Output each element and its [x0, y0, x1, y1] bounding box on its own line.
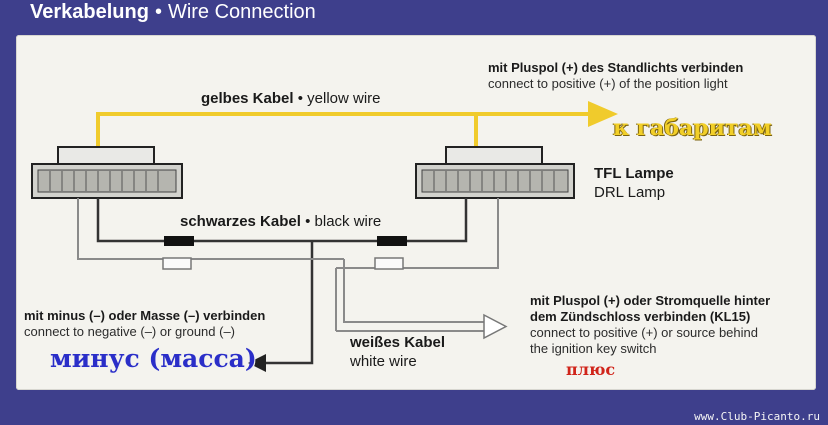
black-wire-connector-left [164, 236, 194, 246]
black-wire-label: schwarzes Kabel • black wire [180, 213, 382, 230]
wiring-diagram-panel: gelbes Kabel • yellow wire mit Pluspol (… [16, 35, 816, 390]
title-separator: • [154, 1, 162, 23]
lamp-label: TFL Lampe DRL Lamp [594, 165, 674, 201]
left-drl-lamp [31, 146, 183, 199]
handwritten-plus: плюс [566, 360, 616, 379]
ground-instruction: mit minus (–) oder Masse (–) verbinden c… [24, 308, 266, 339]
white-wire-connector-right [374, 257, 404, 270]
watermark: www.Club-Picanto.ru [694, 410, 820, 423]
yellow-arrow [588, 101, 618, 127]
white-wire [77, 198, 499, 332]
wiring-diagram [31, 101, 618, 372]
handwritten-minus-ground: минус (масса) [50, 344, 257, 373]
black-wire-connector-right [377, 236, 407, 246]
right-drl-lamp [415, 146, 575, 199]
yellow-wire-label: gelbes Kabel • yellow wire [201, 90, 381, 107]
handwritten-to-markers: к габаритам [613, 115, 772, 141]
white-arrow [483, 313, 508, 340]
title-german: Verkabelung [30, 1, 149, 23]
black-wire [96, 198, 468, 365]
title-english: Wire Connection [167, 1, 316, 23]
position-light-instruction: mit Pluspol (+) des Standlichts verbinde… [488, 60, 744, 91]
black-arrow [248, 354, 266, 372]
page-title: Verkabelung•Wire Connection [30, 0, 316, 26]
white-wire-label: weißes Kabel white wire [350, 334, 446, 370]
white-wire-connector-left [162, 257, 192, 270]
ignition-instruction: mit Pluspol (+) oder Stromquelle hinter … [530, 293, 771, 356]
